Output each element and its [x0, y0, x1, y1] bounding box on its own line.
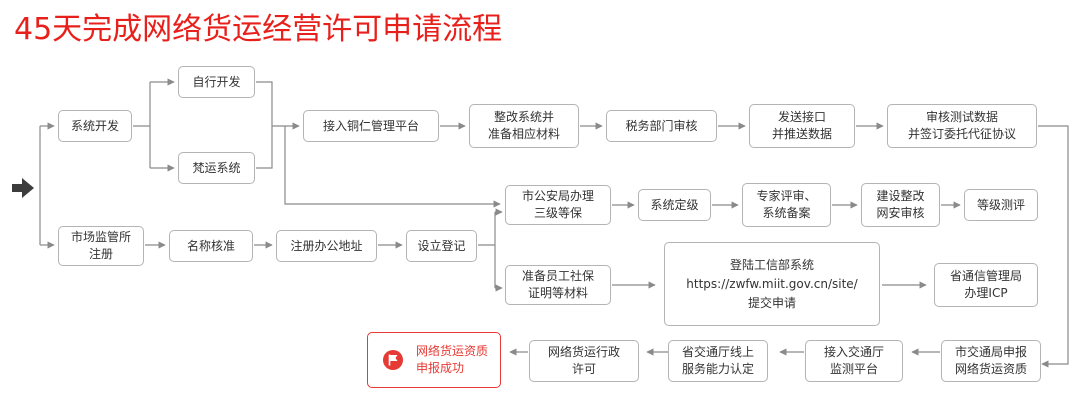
node-rectify-system: 整改系统并 准备相应材料 — [469, 104, 579, 148]
node-establish-registration: 设立登记 — [406, 230, 477, 262]
node-system-dev: 系统开发 — [58, 110, 132, 142]
node-send-interface: 发送接口 并推送数据 — [749, 104, 855, 148]
node-grade-evaluation: 等级测评 — [964, 189, 1038, 221]
node-review-test-data: 审核测试数据 并签订委托代征协议 — [887, 104, 1037, 148]
node-tax-review: 税务部门审核 — [606, 110, 717, 142]
node-social-security: 准备员工社保 证明等材料 — [505, 265, 611, 305]
node-prov-communication: 省通信管理局 办理ICP — [934, 263, 1038, 307]
node-fanyun-system: 梵运系统 — [178, 152, 255, 184]
node-admin-permit: 网络货运行政 许可 — [529, 340, 639, 382]
node-success: 网络货运资质 申报成功 — [367, 332, 501, 388]
node-name-check: 名称核准 — [169, 230, 253, 262]
node-system-grading: 系统定级 — [638, 189, 711, 221]
node-expert-review: 专家评审、 系统备案 — [742, 183, 831, 227]
node-city-police: 市公安局办理 三级等保 — [505, 185, 611, 225]
node-prov-online-cert: 省交通厅线上 服务能力认定 — [668, 340, 768, 382]
node-city-transport: 市交通局申报 网络货运资质 — [941, 340, 1041, 382]
node-transport-monitor: 接入交通厅 监测平台 — [805, 340, 903, 382]
node-self-dev: 自行开发 — [178, 66, 255, 98]
flag-icon — [382, 349, 404, 371]
node-market-registration: 市场监管所 注册 — [58, 226, 144, 266]
page-title: 45天完成网络货运经营许可申请流程 — [14, 12, 503, 47]
arrow-right-icon — [12, 178, 34, 198]
node-build-rectify: 建设整改 网安审核 — [861, 183, 940, 227]
success-label: 网络货运资质 申报成功 — [416, 344, 489, 375]
node-register-address: 注册办公地址 — [276, 230, 377, 262]
node-miit-login: 登陆工信部系统 https://zwfw.miit.gov.cn/site/ 提… — [664, 242, 880, 326]
node-tongren-platform: 接入铜仁管理平台 — [303, 110, 439, 142]
